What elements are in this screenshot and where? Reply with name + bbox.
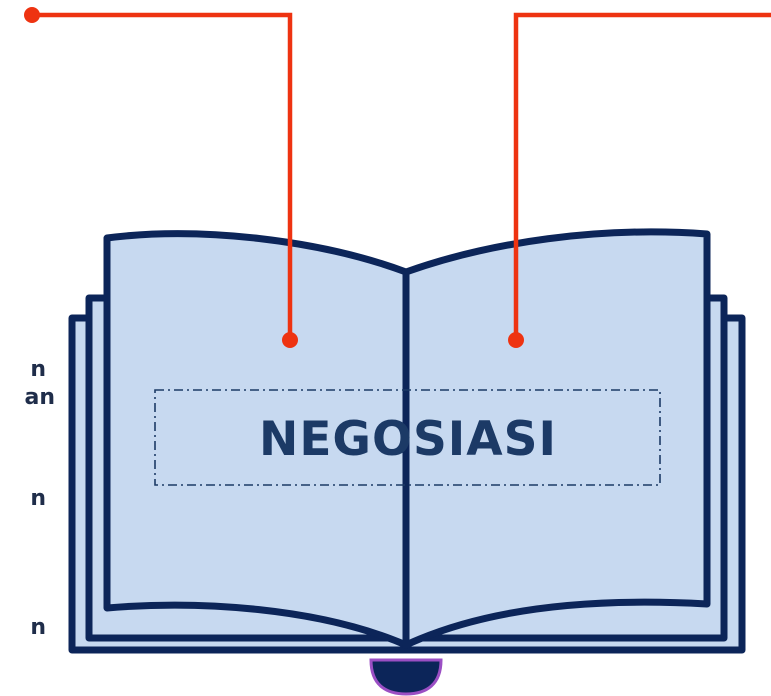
left-callout-start-dot	[24, 7, 40, 23]
bookmark-tab	[369, 658, 443, 696]
title-box	[154, 389, 661, 486]
left-callout-line	[32, 12, 293, 340]
left-callout-end-dot	[282, 332, 298, 348]
left-label-n-2: n	[30, 486, 46, 511]
book-right-page	[402, 228, 711, 649]
left-label-n-3: n	[30, 615, 46, 640]
left-label-n-1: n	[30, 357, 46, 382]
right-callout-line	[513, 12, 771, 340]
left-label-an: an	[24, 385, 55, 410]
book-title: NEGOSIASI	[259, 412, 557, 467]
right-callout-end-dot	[508, 332, 524, 348]
